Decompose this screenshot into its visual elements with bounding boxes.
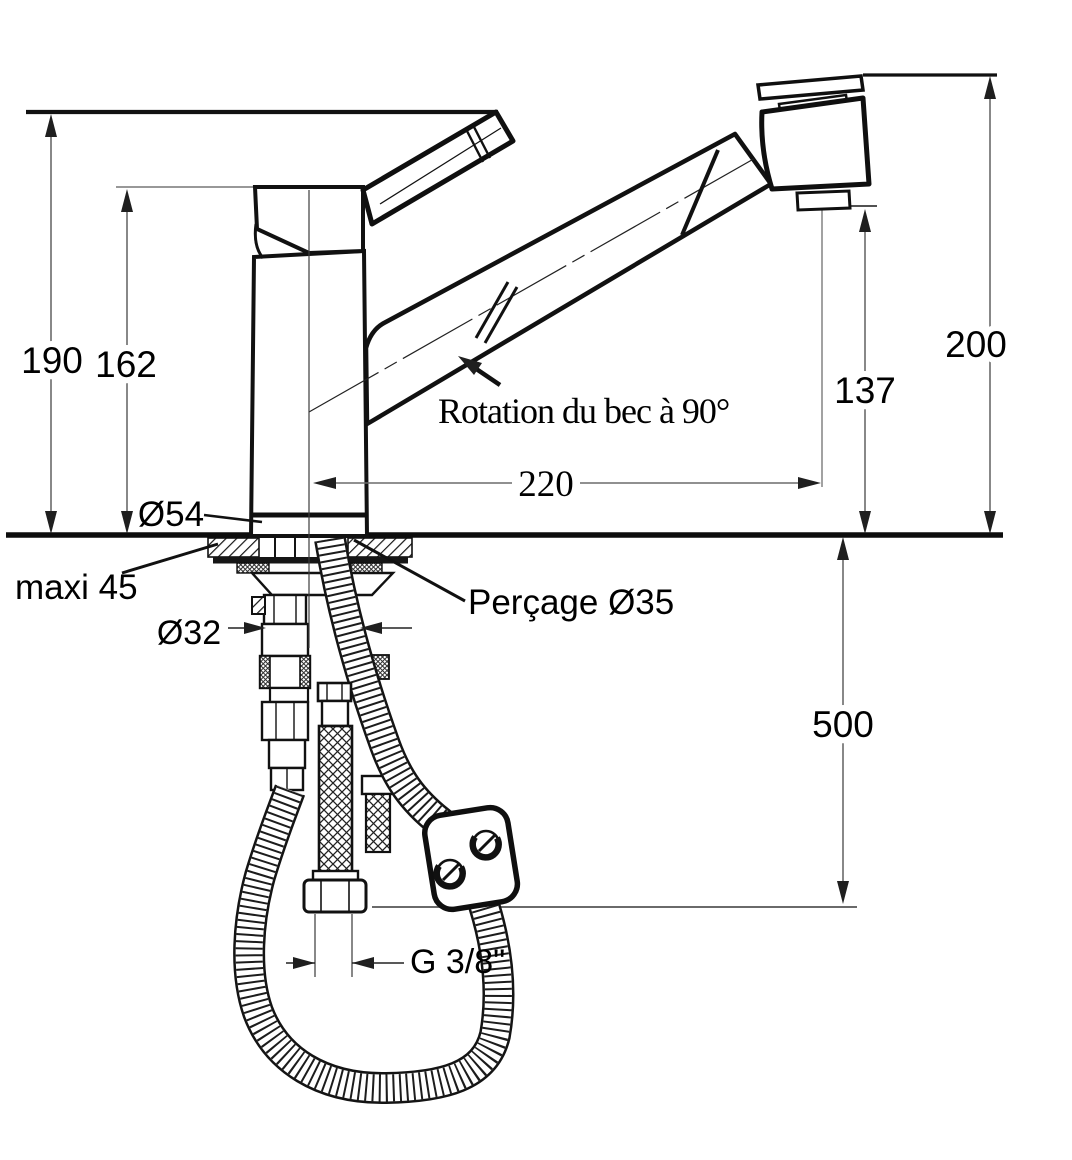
label-spout-rotation: Rotation du bec à 90° bbox=[438, 391, 729, 431]
label-supply-thread: G 3/8" bbox=[410, 943, 505, 981]
leader-base-diameter bbox=[203, 513, 263, 524]
dim-outlet-height: 137 bbox=[834, 370, 896, 411]
dim-hose-length: 500 bbox=[812, 704, 874, 745]
seal-left bbox=[236, 562, 270, 574]
annotations: Ø54 maxi 45 Perçage Ø35 Rotation du bec … bbox=[15, 356, 730, 622]
seal-right bbox=[350, 562, 383, 574]
supply-nut-top bbox=[316, 681, 353, 703]
shank-assembly bbox=[251, 593, 390, 792]
locknut bbox=[251, 596, 266, 615]
label-shank-diameter: Ø32 bbox=[157, 614, 221, 652]
reference-lines bbox=[26, 73, 997, 908]
head-joint bbox=[680, 149, 720, 236]
supply-hose-front bbox=[302, 681, 368, 914]
hose-corrugation bbox=[235, 536, 512, 1102]
spout-joint bbox=[474, 281, 510, 339]
leader-drill-hole bbox=[353, 538, 466, 603]
pullout-hose bbox=[233, 536, 515, 1105]
flange-plate bbox=[213, 557, 408, 564]
spray-outlet bbox=[795, 189, 852, 212]
label-base-diameter: Ø54 bbox=[138, 495, 204, 534]
countertop-section-left bbox=[207, 537, 260, 558]
dim-spout-reach: 220 bbox=[518, 464, 574, 505]
spout-centerline bbox=[308, 156, 758, 413]
label-drill-hole: Perçage Ø35 bbox=[468, 583, 674, 622]
g38-hex-nut bbox=[302, 878, 368, 914]
dim-body-height: 162 bbox=[95, 344, 157, 385]
spray-head bbox=[756, 74, 872, 212]
compression-nut bbox=[260, 700, 310, 742]
dim-total-height: 190 bbox=[21, 340, 83, 381]
faucet-body-group bbox=[248, 74, 872, 648]
leader-max-counter bbox=[121, 542, 219, 575]
braided-hose bbox=[317, 724, 354, 874]
label-max-counter-thickness: maxi 45 bbox=[15, 568, 138, 607]
spray-head-body bbox=[759, 95, 872, 192]
dim-head-height: 200 bbox=[945, 324, 1007, 365]
weight-screws bbox=[433, 829, 502, 890]
dimensions: 190 162 200 137 500 220 Ø32 bbox=[15, 76, 1013, 981]
hose-weight bbox=[422, 804, 521, 913]
